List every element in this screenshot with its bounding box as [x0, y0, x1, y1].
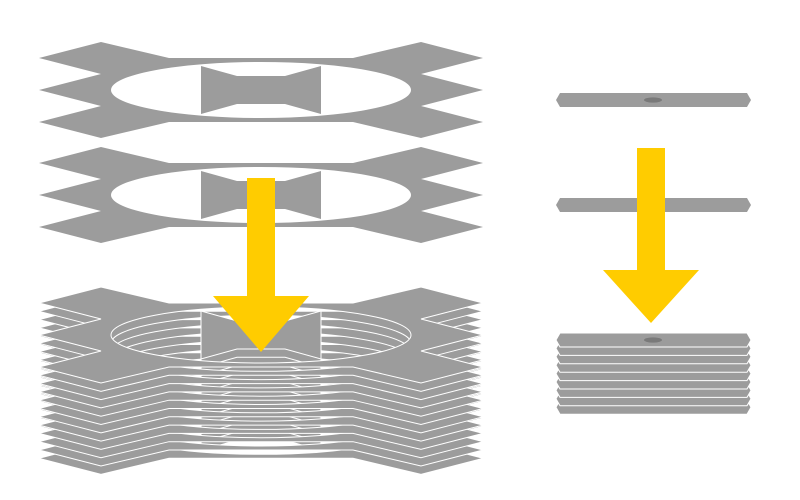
right-assembly: [555, 93, 752, 415]
plate-hole: [644, 337, 662, 343]
loose-lamination: [39, 42, 483, 138]
left-assembly: [38, 42, 484, 475]
down-arrow-icon: [603, 148, 699, 323]
plate-hole: [644, 97, 662, 103]
right-plate-stack: [555, 332, 752, 415]
